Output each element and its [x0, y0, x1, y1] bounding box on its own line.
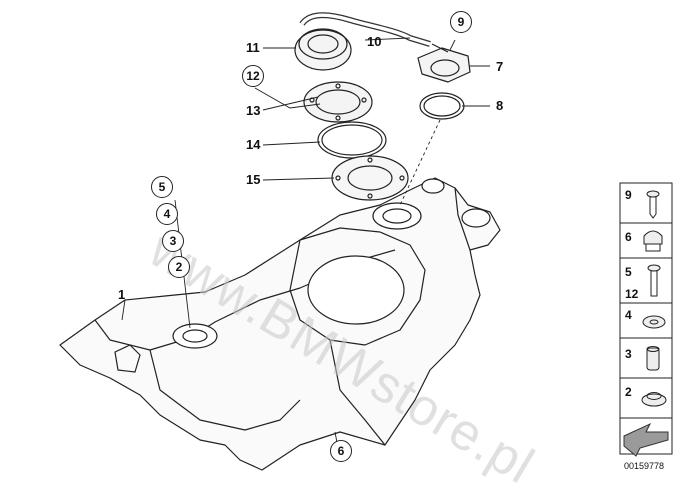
callout-9: 9 — [450, 11, 472, 33]
callout-4: 4 — [156, 203, 178, 225]
seal-ring-14 — [317, 121, 387, 159]
plate-15 — [331, 155, 409, 201]
o-ring-8 — [419, 92, 465, 120]
callout-14: 14 — [246, 137, 261, 152]
callout-12: 12 — [242, 65, 264, 87]
panel-label-9: 9 — [625, 188, 632, 202]
panel-label-4: 4 — [625, 308, 632, 322]
diagram-code: 00159778 — [624, 461, 665, 471]
callout-8: 8 — [496, 98, 504, 113]
panel-label-2: 2 — [625, 385, 632, 399]
callout-5: 5 — [151, 176, 173, 198]
callout-1: 1 — [118, 287, 126, 302]
callout-13: 13 — [246, 103, 261, 118]
panel-label-3: 3 — [625, 347, 632, 361]
callout-10: 10 — [367, 34, 382, 49]
panel-label-12: 12 — [625, 287, 639, 301]
panel-label-5: 5 — [625, 265, 632, 279]
callout-6: 6 — [330, 440, 352, 462]
callout-3: 3 — [162, 230, 184, 252]
callout-7: 7 — [496, 59, 504, 74]
orientation-arrow — [623, 422, 669, 457]
panel-label-6: 6 — [625, 230, 632, 244]
callout-11: 11 — [246, 40, 260, 55]
callout-15: 15 — [246, 172, 261, 187]
callout-2: 2 — [168, 256, 190, 278]
flange-13 — [303, 81, 373, 123]
valve-7 — [417, 47, 471, 83]
parts-panel — [619, 182, 673, 455]
